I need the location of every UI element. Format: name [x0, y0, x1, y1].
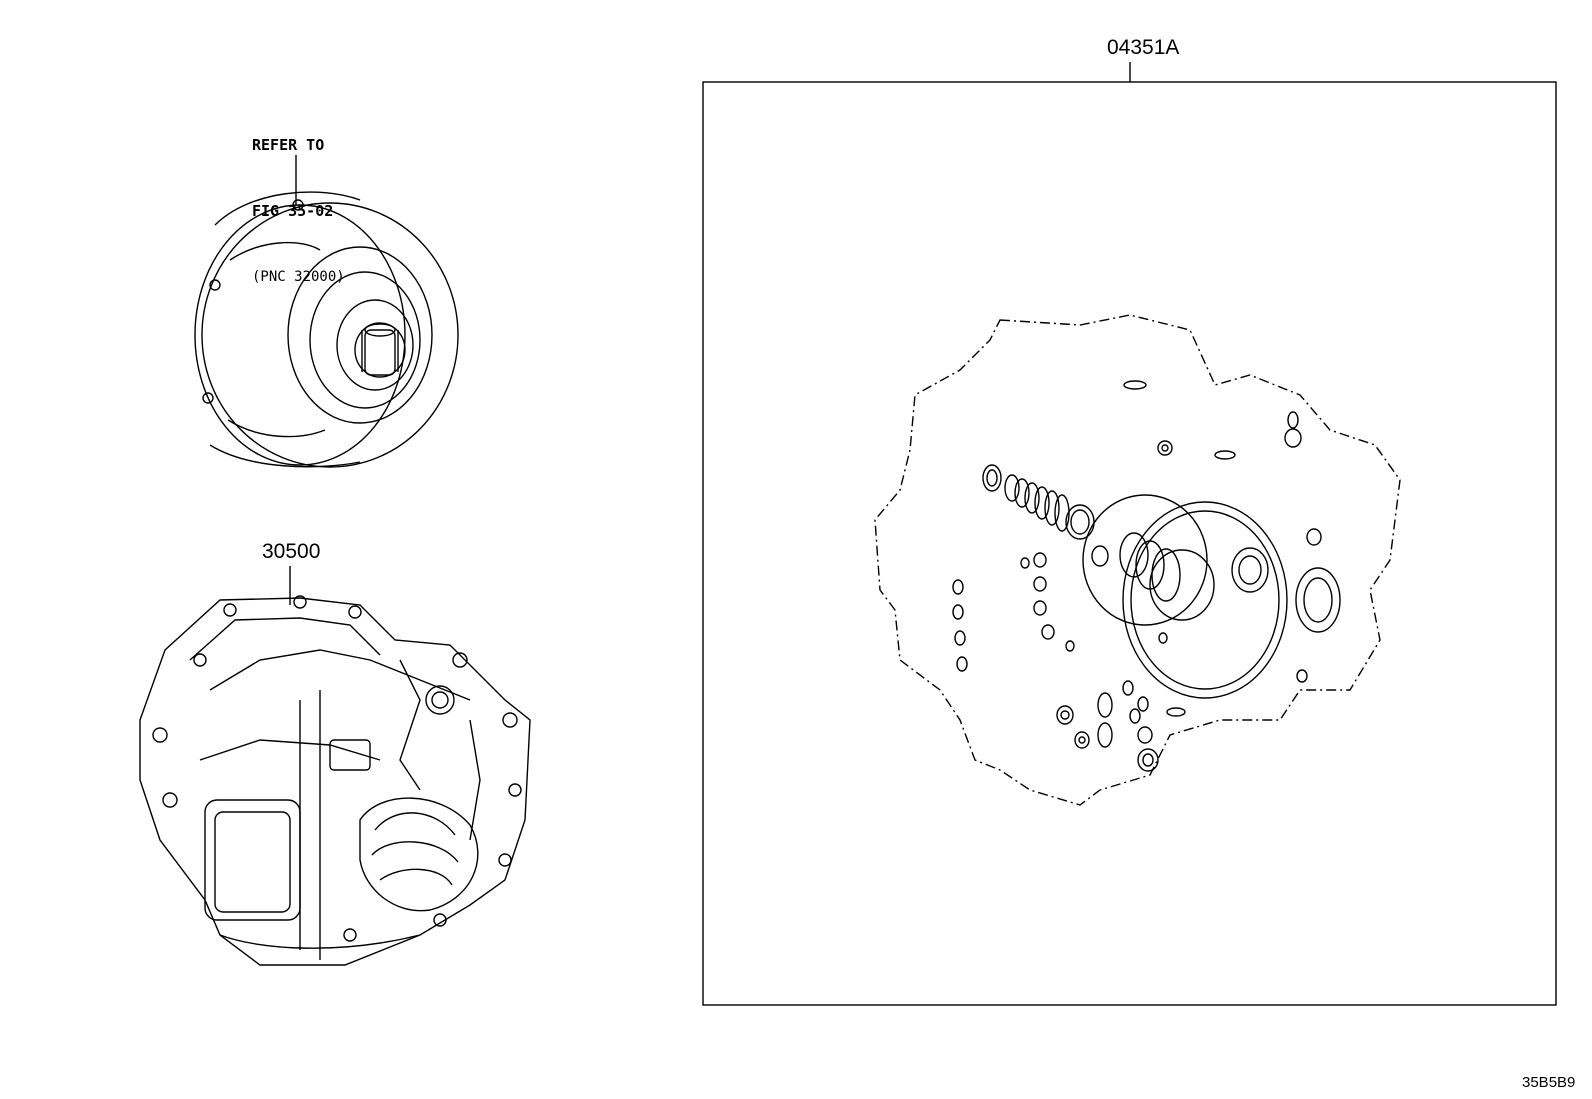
- refer-note-line-3: (PNC 32000): [252, 269, 345, 285]
- figure-code: 35B5B9: [1522, 1074, 1576, 1091]
- refer-note-line-1: REFER TO: [252, 136, 325, 154]
- refer-note-line-2: FIG 35-02: [252, 202, 334, 220]
- transaxle-part-label[interactable]: 30500: [262, 540, 321, 563]
- transaxle-assembly-illustration[interactable]: [139, 566, 531, 966]
- gasket-kit-illustration[interactable]: [874, 314, 1401, 806]
- refer-note: REFER TO FIG 35-02 (PNC 32000): [252, 90, 345, 310]
- gasket-kit-part-label[interactable]: 04351A: [1107, 36, 1180, 59]
- torque-converter-illustration[interactable]: [194, 155, 459, 468]
- gasket-kit-box: [702, 62, 1557, 1006]
